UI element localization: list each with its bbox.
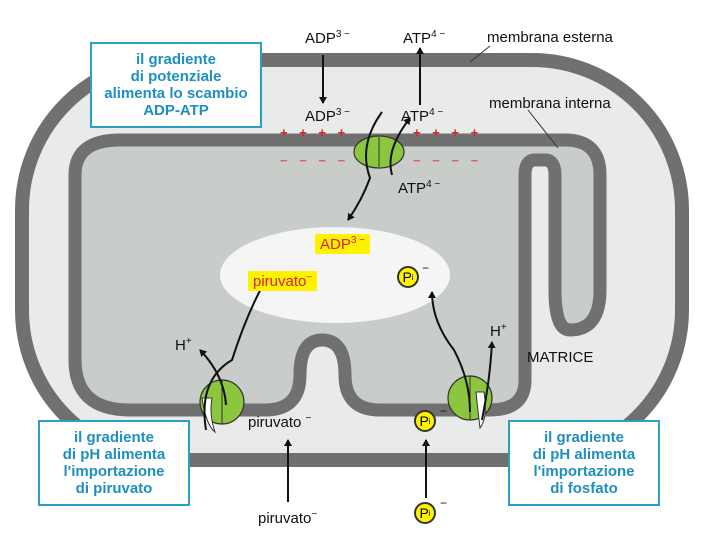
matrix-light-region bbox=[220, 227, 450, 323]
proton-right-label: H+ bbox=[490, 322, 507, 340]
matrix-label: MATRICE bbox=[527, 349, 594, 366]
box-line: il gradiente bbox=[73, 429, 155, 446]
outer-membrane-leader bbox=[469, 45, 491, 63]
box-line: di pH alimenta bbox=[62, 446, 166, 463]
proton-left-label: H+ bbox=[175, 336, 192, 354]
box-line: di pH alimenta bbox=[532, 446, 636, 463]
pyruvate-matrix-label: piruvato− bbox=[248, 271, 318, 291]
negative-charges-left: − − − − bbox=[280, 153, 350, 168]
box-line: di fosfato bbox=[550, 480, 618, 497]
box-line: ADP-ATP bbox=[143, 102, 209, 119]
box-line: l'importazione bbox=[63, 463, 165, 480]
adp-membrane-label: ADP3 − bbox=[305, 107, 351, 125]
inner-membrane-label: membrana interna bbox=[489, 95, 611, 112]
atp-outer-label: ATP4 − bbox=[403, 29, 446, 47]
atp-membrane-label: ATP4 − bbox=[401, 107, 444, 125]
arrow-icon bbox=[199, 47, 496, 502]
phosphate-outer-charge: − bbox=[440, 496, 448, 510]
box-line: il gradiente bbox=[543, 429, 625, 446]
pyruvate-membrane-label: piruvato − bbox=[248, 413, 312, 431]
inner-membrane-leader bbox=[527, 109, 559, 149]
pyruvate-gradient-box: il gradiente di pH alimenta l'importazio… bbox=[38, 420, 190, 506]
box-line: il gradiente bbox=[135, 51, 217, 68]
box-line: di potenziale bbox=[130, 68, 222, 85]
adp-matrix-label: ADP3 − bbox=[315, 234, 371, 254]
pyruvate-outer-label: piruvato− bbox=[258, 509, 318, 527]
positive-charges-left: + + + + bbox=[280, 125, 350, 140]
box-line: l'importazione bbox=[533, 463, 635, 480]
adp-atp-gradient-box: il gradiente di potenziale alimenta lo s… bbox=[90, 42, 262, 128]
adp-outer-label: ADP3 − bbox=[305, 29, 351, 47]
box-line: di piruvato bbox=[75, 480, 153, 497]
atp-matrix-label: ATP4 − bbox=[398, 179, 441, 197]
negative-charges-right: − − − − bbox=[413, 153, 483, 168]
positive-charges-right: + + + + bbox=[413, 125, 483, 140]
phosphate-gradient-box: il gradiente di pH alimenta l'importazio… bbox=[508, 420, 660, 506]
phosphate-membrane-charge: − bbox=[440, 404, 448, 418]
phosphate-matrix-charge: − bbox=[422, 261, 430, 275]
outer-membrane-label: membrana esterna bbox=[487, 29, 613, 46]
box-line: alimenta lo scambio bbox=[104, 85, 248, 102]
